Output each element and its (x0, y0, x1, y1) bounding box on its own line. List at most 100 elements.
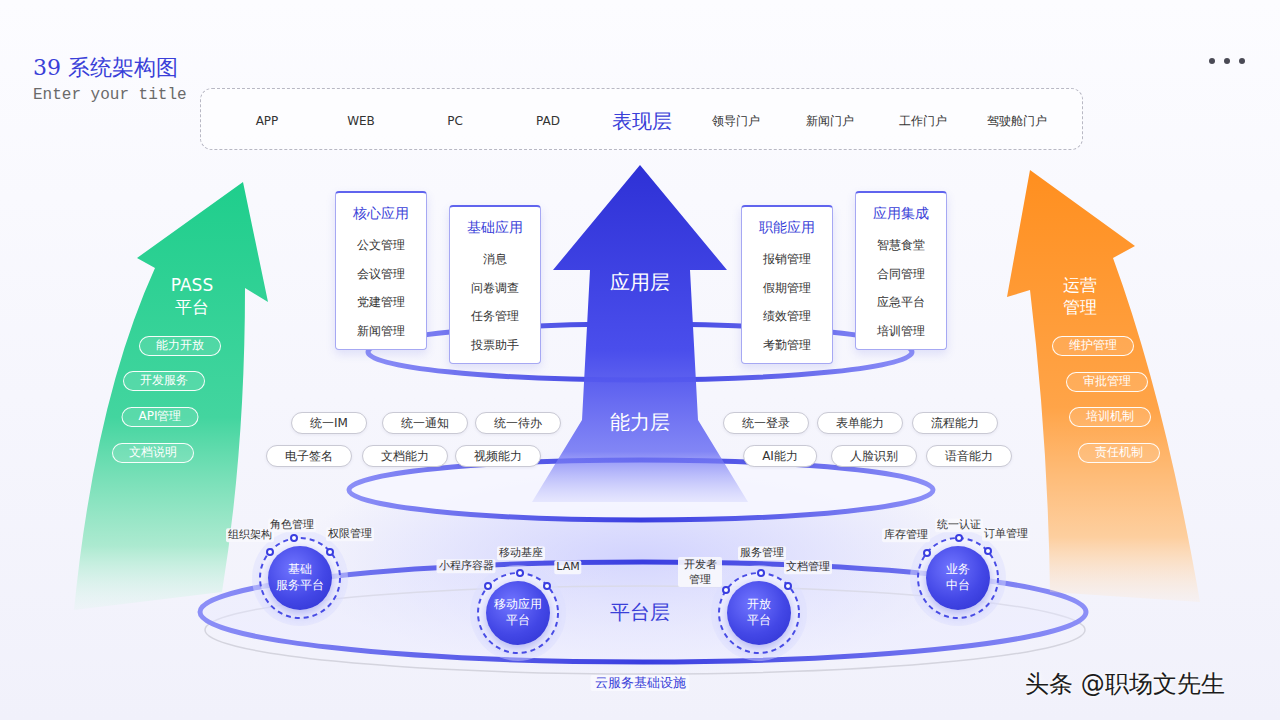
arrow-outline (74, 182, 268, 610)
halo (470, 565, 566, 661)
dashed-ring (260, 538, 340, 618)
pill-text: 责任机制 (1095, 444, 1143, 461)
card-item: 假期管理 (750, 274, 824, 303)
feature-pill: 能力开放 (139, 336, 221, 356)
halo (711, 565, 807, 661)
pill-text: 统一待办 (494, 413, 542, 433)
dashed-ring (918, 538, 998, 618)
node-text: PASS 平台 (167, 274, 217, 318)
pill-text: 人脸识别 (850, 446, 898, 466)
capability-pill: AI能力 (743, 445, 817, 467)
node-text: 表现层 (612, 109, 672, 134)
capability-pill: 统一待办 (475, 412, 561, 434)
feature-pill: 培训机制 (1069, 407, 1151, 427)
feature-pill: 责任机制 (1078, 443, 1160, 463)
platform-halos (252, 530, 1006, 661)
node-text: PC (447, 114, 463, 129)
platform-circle: 基础 服务平台 (268, 546, 332, 610)
service-label: 角色管理 (268, 518, 316, 532)
feature-pill: 维护管理 (1052, 336, 1134, 356)
node-text: 运营 管理 (1059, 274, 1101, 318)
service-label: LAM (554, 560, 581, 574)
layer-arrow: 应用层能力层 (530, 163, 750, 503)
card-heading: 应用集成 (864, 201, 938, 225)
card-item: 消息 (458, 245, 532, 274)
dot (485, 583, 491, 589)
service-label: 移动基座 (497, 546, 545, 560)
ring-dots (267, 535, 991, 593)
node-text: 新闻门户 (806, 114, 854, 129)
service-label: 文档管理 (784, 560, 832, 574)
layer-name: 平台层 (610, 600, 670, 625)
service-label: 组织架构 (226, 528, 274, 542)
dot (327, 549, 333, 555)
card-item: 应急平台 (864, 288, 938, 317)
dot (785, 583, 791, 589)
pill-text: 流程能力 (931, 413, 979, 433)
capability-pill: 表单能力 (817, 412, 903, 434)
capability-pill: 文档能力 (362, 445, 448, 467)
halo (252, 530, 348, 626)
service-label: 库存管理 (882, 528, 930, 542)
arrow-shape (70, 178, 275, 613)
dot (985, 548, 991, 554)
node-text: PAD (536, 114, 560, 129)
dot (758, 570, 764, 576)
platform-name: 移动应用 平台 (492, 597, 544, 628)
platform-circle: 移动应用 平台 (486, 581, 550, 645)
dot (723, 587, 729, 593)
feature-pill: 文档说明 (112, 443, 194, 463)
node-text: 能力层 (610, 410, 670, 435)
dashed-rings (260, 538, 998, 653)
card-item: 绩效管理 (750, 302, 824, 331)
infrastructure-name: 云服务基础设施 (591, 675, 690, 691)
capability-pill: 统一IM (291, 412, 367, 434)
card-heading: 核心应用 (344, 201, 418, 225)
capability-pill: 人脸识别 (831, 445, 917, 467)
card-item: 公文管理 (344, 231, 418, 260)
capability-pill: 统一通知 (382, 412, 468, 434)
pill-text: 审批管理 (1083, 373, 1131, 390)
pill-text: 开发服务 (140, 372, 188, 389)
pill-text: AI能力 (762, 446, 798, 466)
card-item: 投票助手 (458, 331, 532, 360)
capability-pill: 电子签名 (266, 445, 352, 467)
application-card: 基础应用消息问卷调查任务管理投票助手 (449, 205, 541, 364)
node-text: 应用层 (610, 270, 670, 295)
dot (1224, 58, 1230, 64)
platform-circle: 业务 中台 (926, 546, 990, 610)
pill-text: 统一登录 (742, 413, 790, 433)
pill-text: 文档说明 (129, 444, 177, 461)
dashed-ring (478, 573, 558, 653)
service-label: 开发者 管理 (678, 557, 722, 587)
application-card: 职能应用报销管理假期管理绩效管理考勤管理 (741, 205, 833, 364)
platform-name: 开放 平台 (744, 597, 774, 628)
card-item: 会议管理 (344, 260, 418, 289)
card-item: 培训管理 (864, 317, 938, 346)
platform-name: 基础 服务平台 (274, 562, 326, 593)
arrow-outline (1007, 170, 1200, 602)
dot (291, 535, 297, 541)
card-item: 新闻管理 (344, 317, 418, 346)
service-label: 订单管理 (982, 527, 1030, 541)
service-label: 小程序容器 (437, 559, 496, 573)
capability-pill: 统一登录 (723, 412, 809, 434)
dashed-ring (719, 573, 799, 653)
capability-pill: 视频能力 (455, 445, 541, 467)
card-heading: 职能应用 (750, 215, 824, 239)
capability-pill: 语音能力 (926, 445, 1012, 467)
pill-text: 能力开放 (156, 337, 204, 354)
paas-arrow: PASS 平台能力开放开发服务API管理文档说明 (70, 178, 275, 613)
application-card: 核心应用公文管理会议管理党建管理新闻管理 (335, 191, 427, 350)
dot (956, 535, 962, 541)
pill-text: 表单能力 (836, 413, 884, 433)
dot (1239, 58, 1245, 64)
pill-text: 统一IM (310, 413, 348, 433)
arrow-shape (530, 163, 750, 503)
watermark: 头条 @职场文先生 (1025, 669, 1225, 699)
node-text: 驾驶舱门户 (987, 114, 1047, 129)
service-label: 统一认证 (935, 518, 983, 532)
pill-text: 语音能力 (945, 446, 993, 466)
